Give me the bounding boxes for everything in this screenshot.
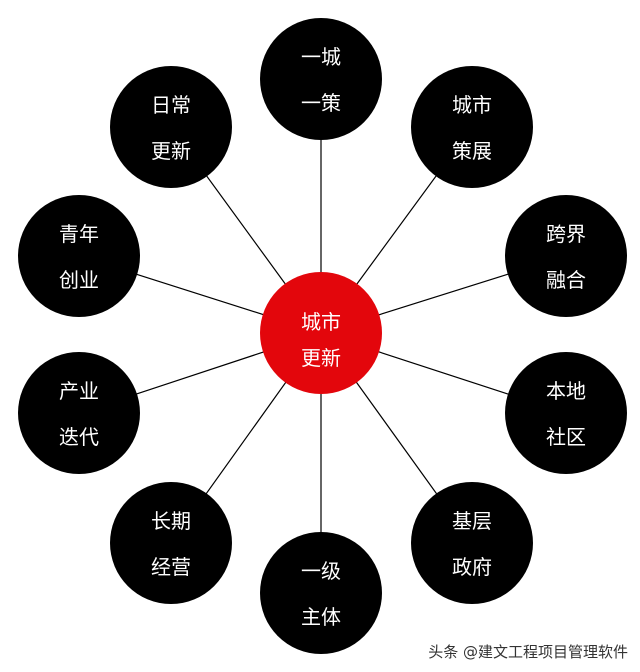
node-circle-yicheng-yice — [260, 18, 382, 140]
node-circle-kuajie-ronghe — [505, 195, 627, 317]
node-circle-richang-gengxin — [110, 66, 232, 188]
node-circle-qingnian-chuangye — [18, 195, 140, 317]
node-label-changqi-jingying-line-1: 长期 — [151, 509, 191, 533]
outer-nodes: 一城一策城市策展跨界融合本地社区基层政府一级主体长期经营产业迭代青年创业日常更新 — [18, 18, 627, 654]
node-circle-yiji-zhuti — [260, 532, 382, 654]
node-circle-changqi-jingying — [110, 482, 232, 604]
node-label-kuajie-ronghe-line-2: 融合 — [546, 268, 586, 292]
node-label-richang-gengxin-line-1: 日常 — [151, 93, 191, 117]
node-circle-bendi-shequ — [505, 352, 627, 474]
center-node: 城市 更新 — [260, 272, 382, 394]
watermark: 头条 @建文工程项目管理软件 — [428, 643, 628, 661]
node-label-yicheng-yice-line-2: 一策 — [301, 91, 341, 115]
node-label-chanye-diedai-line-2: 迭代 — [59, 425, 99, 449]
node-label-bendi-shequ-line-2: 社区 — [546, 425, 586, 449]
node-circle-chanye-diedai — [18, 352, 140, 474]
node-label-yiji-zhuti-line-1: 一级 — [301, 559, 341, 583]
node-label-yiji-zhuti-line-2: 主体 — [301, 605, 341, 629]
node-label-chengshi-cezhan-line-1: 城市 — [452, 93, 492, 117]
node-label-jiceng-zhengfu-line-1: 基层 — [452, 509, 492, 533]
center-circle — [260, 272, 382, 394]
node-label-bendi-shequ-line-1: 本地 — [546, 379, 586, 403]
node-label-qingnian-chuangye-line-1: 青年 — [59, 222, 99, 246]
node-label-kuajie-ronghe-line-1: 跨界 — [546, 222, 586, 246]
center-label-line-1: 城市 — [301, 310, 341, 334]
node-circle-jiceng-zhengfu — [411, 482, 533, 604]
node-label-chanye-diedai-line-1: 产业 — [59, 379, 99, 403]
node-label-yicheng-yice-line-1: 一城 — [301, 45, 341, 69]
center-label-line-2: 更新 — [301, 346, 341, 370]
node-label-qingnian-chuangye-line-2: 创业 — [59, 268, 99, 292]
node-label-chengshi-cezhan-line-2: 策展 — [452, 139, 492, 163]
node-label-changqi-jingying-line-2: 经营 — [151, 555, 191, 579]
node-label-richang-gengxin-line-2: 更新 — [151, 139, 191, 163]
node-label-jiceng-zhengfu-line-2: 政府 — [452, 555, 492, 579]
node-circle-chengshi-cezhan — [411, 66, 533, 188]
